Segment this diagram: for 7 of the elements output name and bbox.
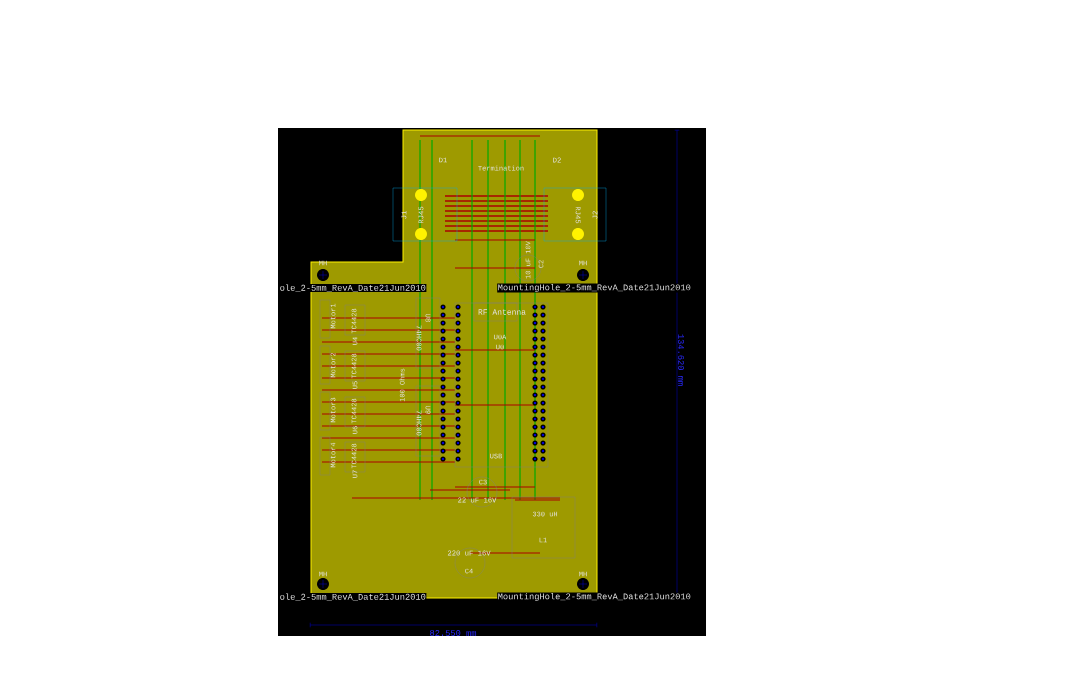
silkscreen-label: ole_2-5mm_RevA_Date21Jun2010 — [279, 592, 427, 602]
silkscreen-label: MountingHole_2-5mm_RevA_Date21Jun2010 — [497, 592, 692, 602]
dimension-label: 82.550 mm — [430, 630, 477, 636]
silkscreen-label: ole_2-5mm_RevA_Date21Jun2010 — [279, 283, 427, 293]
silkscreen-label: MountingHole_2-5mm_RevA_Date21Jun2010 — [497, 283, 692, 293]
silkscreen-label: RF Antenna — [478, 309, 526, 315]
dimension-label: 134.620 mm — [678, 334, 684, 386]
